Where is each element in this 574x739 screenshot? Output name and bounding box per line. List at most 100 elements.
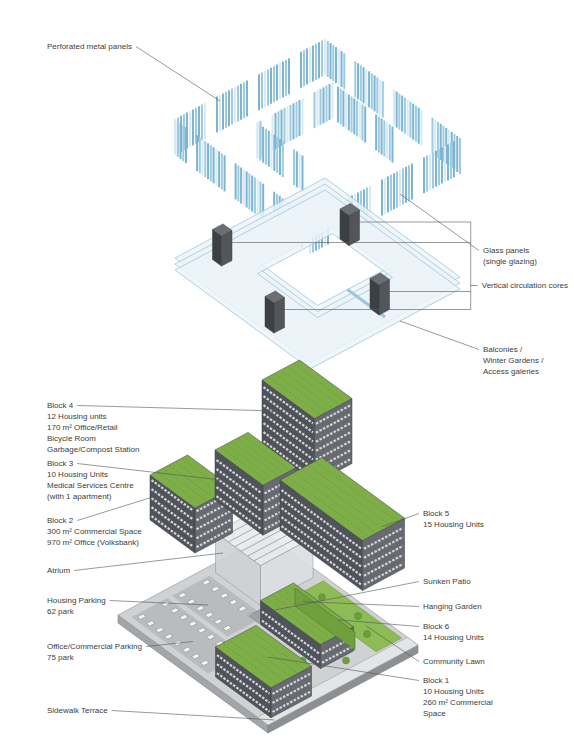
panel-strip — [420, 110, 422, 146]
panel-strip — [235, 163, 237, 199]
callout-label: Sidewalk Terrace — [46, 705, 109, 716]
callout-label: 300 m² Commercial Space — [46, 526, 143, 537]
panel-strip — [383, 121, 385, 157]
tree — [364, 631, 371, 638]
panel-strip — [174, 119, 176, 155]
roof-planting — [310, 466, 390, 524]
panel-strip — [189, 111, 191, 147]
panel-strip — [302, 156, 304, 192]
callout-label: 170 m² Office/Retail — [46, 422, 119, 433]
panel-strip — [288, 58, 290, 94]
callout-label: Hanging Garden — [422, 601, 483, 612]
panel-strip — [296, 102, 298, 138]
panel-strip — [412, 104, 414, 140]
panel-strip — [221, 153, 223, 189]
panel-strip — [345, 93, 347, 129]
window-row — [217, 478, 262, 511]
panel-strip — [204, 141, 206, 177]
tree — [355, 613, 362, 620]
parked-car — [192, 654, 201, 659]
callout-label: Block 4 — [46, 400, 74, 411]
panel-strip — [282, 61, 284, 97]
panel-strip — [228, 90, 230, 126]
panel-strip — [360, 65, 362, 101]
roof-planting — [233, 442, 278, 475]
panel-strip — [257, 123, 259, 159]
window-row — [152, 507, 194, 538]
panel-strip — [374, 75, 376, 111]
panel-strip — [342, 91, 344, 127]
panel-strip — [387, 176, 389, 212]
panel-strip — [240, 84, 242, 120]
roof-planting — [282, 371, 332, 407]
callout-label: Vertical circulation cores — [481, 280, 569, 291]
panel-strip — [409, 102, 411, 138]
panel-strip — [216, 97, 218, 133]
block-5-roof — [280, 458, 405, 541]
callout-label: 12 Housing units — [46, 411, 108, 422]
panel-strip — [389, 125, 391, 161]
block-3-roof — [215, 432, 296, 485]
panel-strip — [285, 60, 287, 96]
circulation-core-wall — [222, 231, 233, 267]
window-row — [197, 511, 232, 529]
window-row — [364, 555, 403, 576]
callout-label: 970 m² Office (Volksbank) — [46, 537, 140, 548]
window-row — [364, 546, 403, 567]
parked-car — [189, 621, 198, 626]
panel-strip — [329, 84, 331, 120]
panel-strip — [338, 49, 340, 85]
panel-strip — [356, 101, 358, 137]
parked-car — [223, 626, 232, 631]
panel-strip — [222, 93, 224, 129]
callout-label: Garbage/Compost Station — [46, 444, 141, 455]
panel-strip — [402, 168, 404, 204]
leader-line — [390, 291, 471, 292]
panel-strip — [276, 65, 278, 101]
panel-strip — [398, 94, 400, 130]
parked-car — [196, 606, 205, 611]
leader-line — [471, 285, 478, 286]
parked-car — [211, 586, 220, 591]
window-row — [322, 647, 352, 663]
window-row — [197, 529, 232, 547]
panel-strip — [459, 138, 461, 174]
panel-strip — [182, 125, 184, 161]
callout-label: Community Lawn — [422, 656, 486, 667]
roof-planting — [244, 436, 289, 469]
block-1-roof — [216, 625, 312, 687]
panel-strip — [309, 47, 311, 83]
callout-label: (single glazing) — [482, 256, 538, 267]
tree — [319, 594, 326, 601]
tree — [343, 657, 350, 664]
callout-label: Glass panels — [482, 245, 530, 256]
parked-car — [171, 608, 180, 613]
parked-car — [198, 628, 207, 633]
callout-label: 10 Housing Units — [46, 469, 109, 480]
leader-line — [136, 47, 220, 102]
panel-strip — [296, 151, 298, 187]
panel-strip — [324, 39, 326, 75]
window-row — [273, 683, 311, 703]
roof-planting — [276, 374, 326, 410]
panel-strip — [196, 135, 198, 171]
panel-strip — [276, 137, 278, 173]
panel-strip — [177, 121, 179, 157]
panel-strip — [363, 67, 365, 103]
panel-strip — [399, 170, 401, 206]
leader-line — [285, 309, 471, 310]
panel-strip — [341, 51, 343, 87]
parked-car — [187, 599, 196, 604]
panel-strip — [248, 174, 250, 210]
callout-label: Perforated metal panels — [46, 41, 133, 52]
leader-line — [146, 642, 193, 647]
callout-label: Medical Services Centre — [46, 480, 135, 491]
leader-line — [470, 222, 471, 310]
callout-label: Access galeries — [482, 366, 540, 377]
panel-strip — [404, 98, 406, 134]
panel-strip — [335, 47, 337, 83]
parked-car — [220, 593, 229, 598]
roof-planting — [289, 477, 369, 535]
panel-strip — [185, 127, 187, 163]
